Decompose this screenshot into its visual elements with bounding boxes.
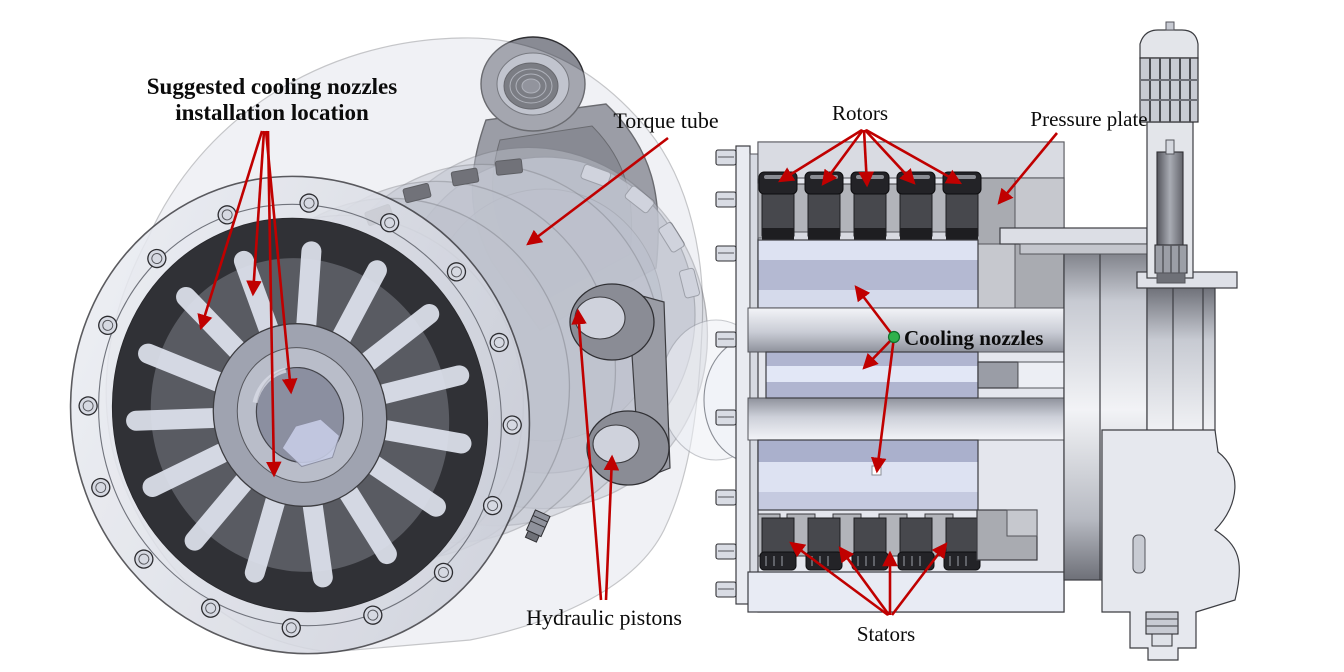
- lower-piston-pin: [592, 424, 640, 464]
- label-suggested-line1: Suggested cooling nozzles: [147, 74, 397, 99]
- arrows-hydraulic-pistons: [571, 308, 620, 601]
- flange-bolts: [78, 193, 522, 638]
- piston-bore: [1156, 151, 1184, 253]
- arrow-pressure-plate: [997, 132, 1059, 205]
- cooling-tube-bottom: [757, 439, 979, 511]
- arrows-cooling-nozzles: [854, 285, 896, 474]
- arrows-suggested-cooling-nozzles: [197, 130, 298, 478]
- lower-housing: [1101, 429, 1241, 661]
- bearing-rollers: [1154, 244, 1188, 284]
- rotors-top: [758, 171, 982, 240]
- rotors-bottom: [759, 517, 981, 571]
- arm-top-nub: [1165, 21, 1175, 31]
- backplate-bolts: [715, 149, 737, 598]
- bleed-fitting: [524, 509, 551, 543]
- housing-pin: [1132, 534, 1146, 574]
- label-torque-tube: Torque tube: [613, 108, 718, 133]
- reaction-arm: [1139, 21, 1199, 284]
- top-friction-stack: [757, 171, 982, 243]
- callout-arrows: [197, 128, 1059, 617]
- piston-pin: [1165, 139, 1175, 155]
- label-pressure-plate: Pressure plate: [1030, 107, 1147, 131]
- bottom-friction-stack: [757, 509, 1038, 571]
- bottom-plate: [747, 571, 1065, 613]
- bushing: [1139, 57, 1199, 123]
- upper-piston-pin: [574, 296, 626, 340]
- label-rotors: Rotors: [832, 101, 888, 125]
- hydraulic-fitting: [1145, 611, 1179, 647]
- torque-flange: [999, 227, 1148, 255]
- cooling-slots: [126, 241, 472, 588]
- cooling-nozzle-green-dot: [887, 330, 901, 344]
- arrows-stators: [789, 541, 948, 617]
- arrows-rotors: [778, 128, 963, 188]
- label-hydraulic-pistons: Hydraulic pistons: [526, 605, 682, 630]
- hub: [212, 323, 388, 507]
- right-cross-section-view: [703, 21, 1241, 661]
- labels: Suggested cooling nozzles installation l…: [147, 74, 1148, 646]
- cooling-tube-top: [757, 239, 979, 309]
- arrow-torque-tube: [526, 136, 669, 246]
- label-stators: Stators: [857, 622, 915, 646]
- backplate: [715, 145, 759, 605]
- label-cooling-nozzles: Cooling nozzles: [904, 326, 1043, 350]
- spline-slots: [580, 163, 701, 299]
- label-suggested-line2: installation location: [175, 100, 369, 125]
